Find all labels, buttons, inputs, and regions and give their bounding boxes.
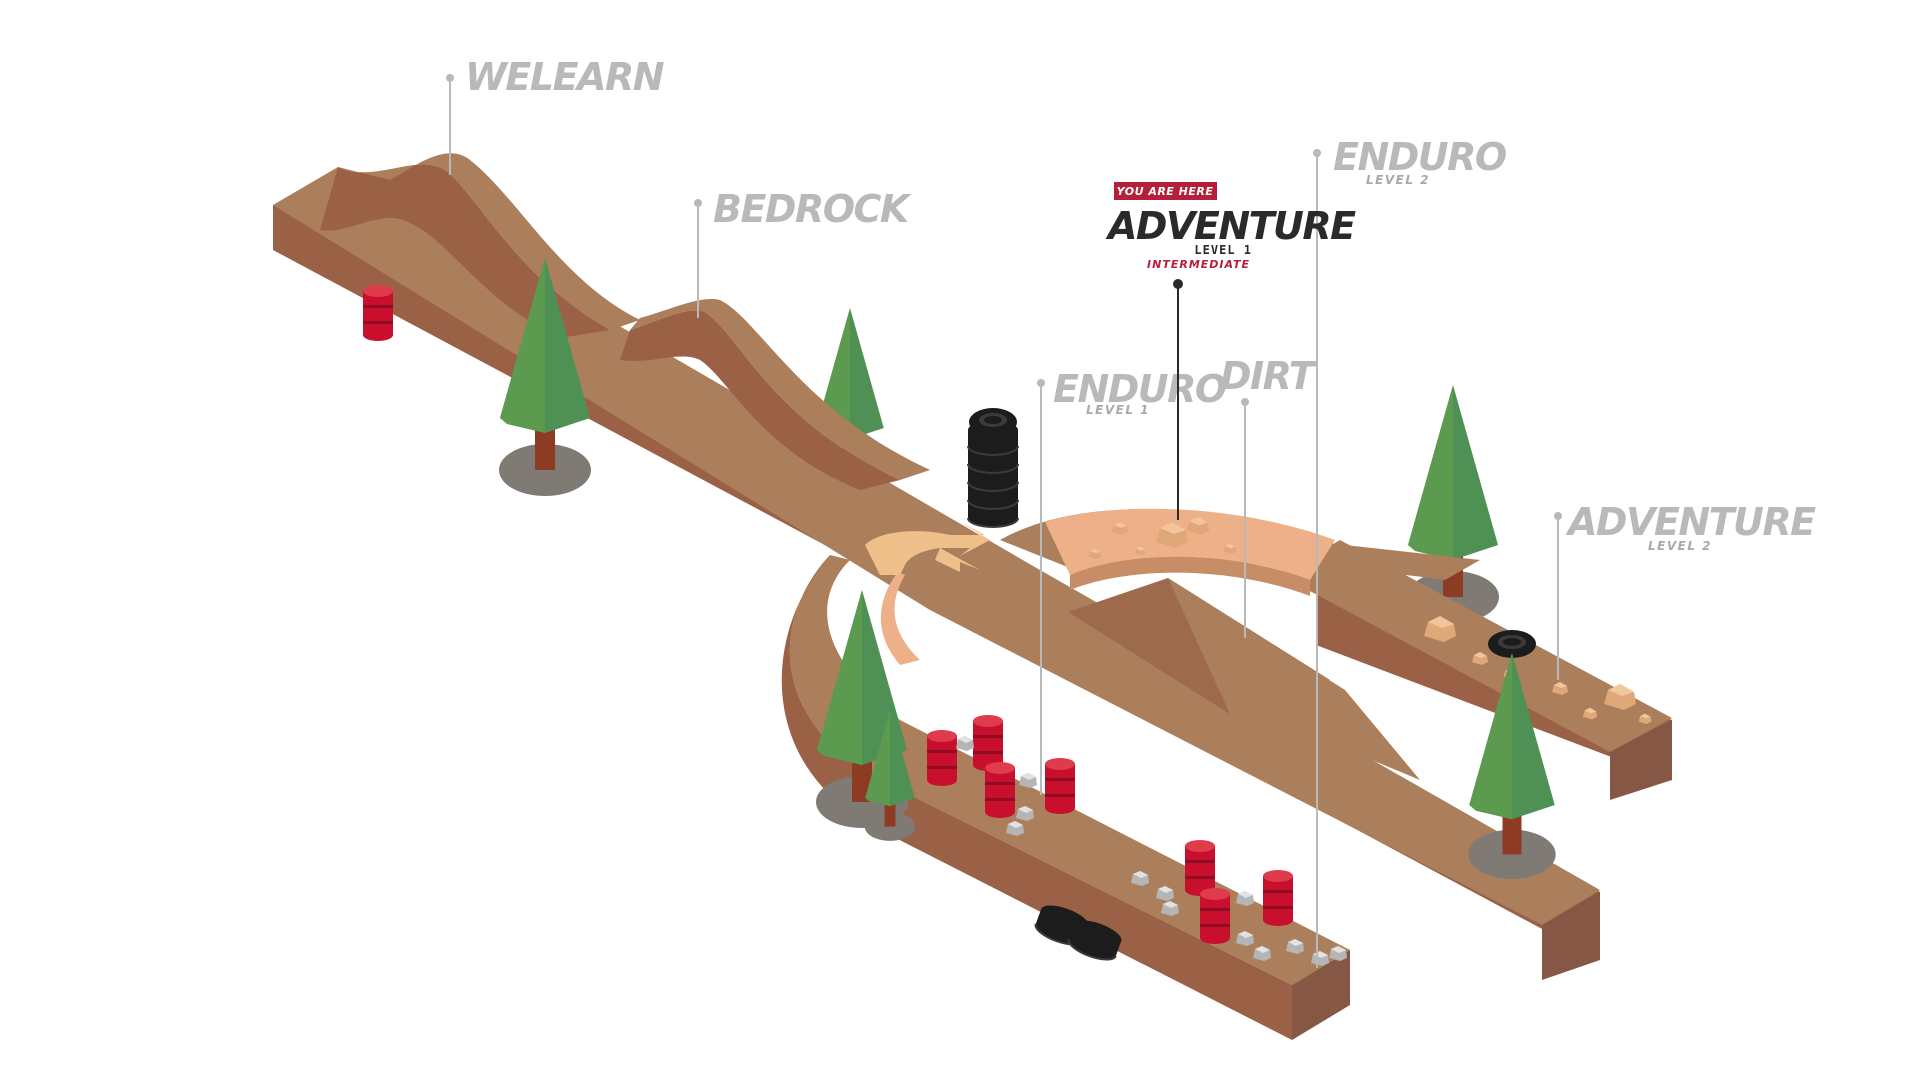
marker-pin-icon xyxy=(1173,279,1183,289)
label-welearn: WELEARN xyxy=(446,55,665,175)
label-level: LEVEL 2 xyxy=(1366,173,1430,187)
current-track-difficulty: INTERMEDIATE xyxy=(1147,258,1250,271)
current-track-title: ADVENTURE xyxy=(1105,204,1356,248)
label-title: DIRT xyxy=(1220,354,1318,398)
you-are-here-marker: YOU ARE HERE ADVENTURE LEVEL 1 INTERMEDI… xyxy=(1105,182,1358,520)
current-track-level: LEVEL 1 xyxy=(1194,243,1252,257)
label-title: ENDURO xyxy=(1053,367,1226,411)
tire-stack-icon xyxy=(967,408,1019,528)
label-title: ADVENTURE xyxy=(1565,500,1816,544)
you-are-here-badge xyxy=(1114,182,1217,200)
label-enduro-level-2: ENDURO LEVEL 2 xyxy=(1313,135,1507,968)
label-enduro-level-1: ENDURO LEVEL 1 xyxy=(1037,367,1227,795)
label-title: ENDURO xyxy=(1333,135,1506,179)
label-title: BEDROCK xyxy=(713,187,912,231)
label-level: LEVEL 1 xyxy=(1086,403,1150,417)
label-level: LEVEL 2 xyxy=(1648,539,1712,553)
track-segment-adventure-2 xyxy=(1280,540,1672,800)
label-bedrock: BEDROCK xyxy=(694,187,913,318)
label-adventure-level-2: ADVENTURE LEVEL 2 xyxy=(1554,500,1818,680)
barrel-icon xyxy=(363,285,393,341)
direction-arrow-icon xyxy=(865,522,990,575)
label-dirt: DIRT xyxy=(1220,354,1319,638)
you-are-here-badge-text: YOU ARE HERE xyxy=(1117,185,1214,198)
label-title: WELEARN xyxy=(465,55,664,99)
